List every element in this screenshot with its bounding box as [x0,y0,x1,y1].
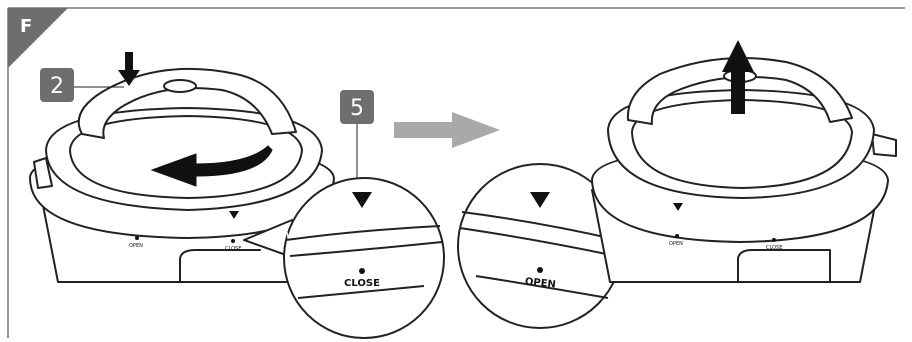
step-2-number: 2 [50,74,64,99]
figure-label-tab: F [8,8,68,68]
left-release-button [164,80,196,92]
right-rim-label-close: CLOSE [766,245,782,251]
left-rim-dot-close [231,239,235,243]
right-rim-dot-close [772,238,776,242]
open-indicator-dot [537,267,543,273]
close-indicator-dot [359,268,365,274]
right-side-handle [872,134,896,156]
right-rim-label-open: OPEN [669,241,683,247]
step-5-number: 5 [350,96,364,121]
left-rim-label-open: OPEN [129,243,143,249]
close-label: CLOSE [344,278,380,289]
figure-letter: F [20,16,32,37]
right-rim-dot-open [675,234,679,238]
left-rim-label-close: CLOSE [225,246,241,252]
transition-arrow [394,112,500,148]
corner-tab-shape [8,8,68,68]
left-rim-dot-open [135,236,139,240]
